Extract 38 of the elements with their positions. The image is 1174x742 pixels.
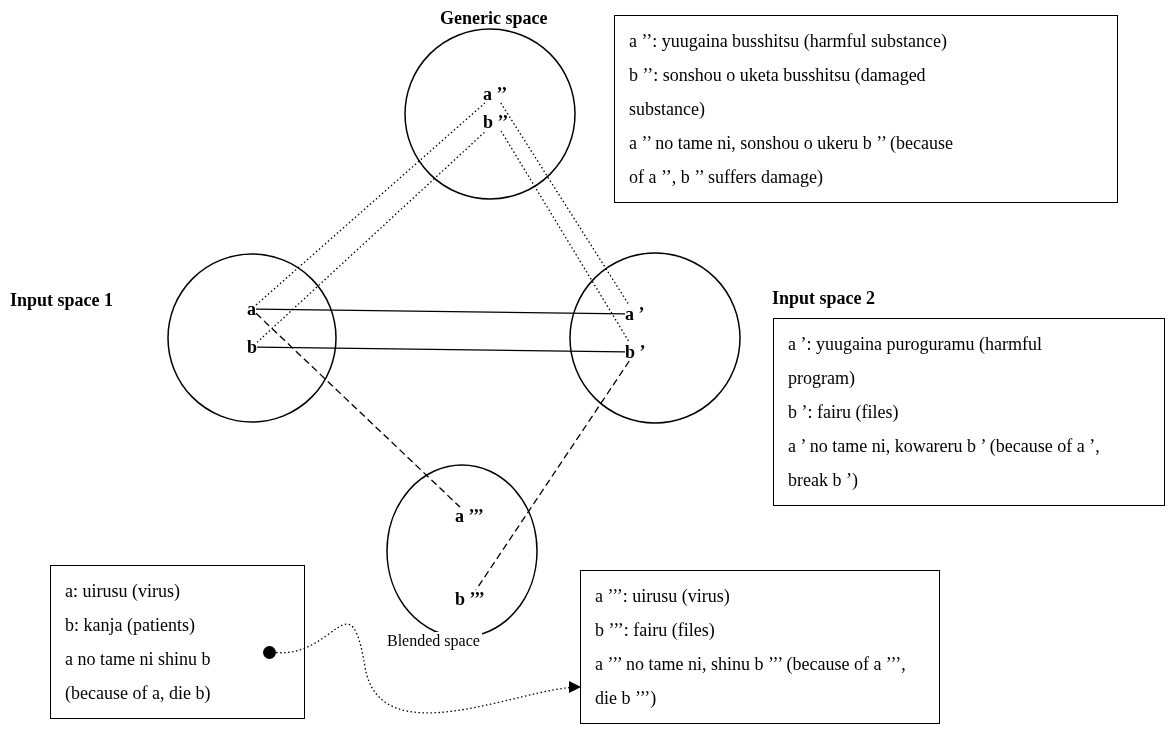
definition-text: a no tame ni shinu b (because of a, die b) bbox=[65, 648, 212, 705]
connector-dot bbox=[263, 646, 276, 659]
definition-box bbox=[580, 570, 940, 724]
element-label: a bbox=[247, 300, 256, 318]
dotted-line bbox=[256, 130, 487, 343]
element-label: b ’’’ bbox=[455, 590, 485, 608]
definition-text: a ’’: yuugaina busshitsu (harmful substance) bbox=[629, 30, 949, 53]
definition-text: a: uirusu (virus) bbox=[65, 580, 181, 603]
arrow bbox=[275, 623, 581, 714]
definition-text: b: kanja (patients) bbox=[65, 614, 196, 637]
element-label: b ’ bbox=[625, 343, 646, 361]
dotted-line bbox=[500, 130, 631, 344]
space-label: Input space 2 bbox=[772, 288, 876, 309]
definition-text: a ’: yuugaina puroguramu (harmful program) bbox=[788, 333, 1043, 390]
connector-line bbox=[256, 346, 626, 353]
definition-box bbox=[50, 565, 305, 719]
definition-box bbox=[614, 15, 1118, 203]
definition-text: a ’ no tame ni, kowareru b ’ (because of a ’, break b ’) bbox=[788, 435, 1101, 492]
dashed-line bbox=[475, 360, 630, 591]
definition-text: b ’’: sonshou o uketa busshitsu (damaged substance) bbox=[629, 64, 927, 121]
dashed-line bbox=[255, 312, 461, 508]
definition-text: a ’’’ no tame ni, shinu b ’’’ (because of a ’’’, die b ’’’) bbox=[595, 653, 907, 710]
element-label: b ’’ bbox=[483, 113, 509, 131]
definition-text: b ’’’: fairu (files) bbox=[595, 619, 716, 642]
space-label: Blended space bbox=[385, 632, 482, 650]
connector-line bbox=[255, 308, 626, 315]
space-label: Input space 1 bbox=[10, 290, 114, 311]
dotted-line bbox=[500, 102, 630, 306]
space-label: Generic space bbox=[440, 8, 548, 29]
definition-text: a ’’ no tame ni, sonshou o ukeru b ’’ (because of a ’’, b ’’ suffers damage) bbox=[629, 132, 955, 189]
element-label: a ’ bbox=[625, 305, 645, 323]
dotted-line bbox=[255, 102, 486, 306]
definition-text: b ’: fairu (files) bbox=[788, 401, 900, 424]
element-label: b bbox=[247, 338, 257, 356]
definition-box bbox=[773, 318, 1165, 506]
definition-text: a ’’’: uirusu (virus) bbox=[595, 585, 731, 608]
element-label: a ’’’ bbox=[455, 507, 484, 525]
element-label: a ’’ bbox=[483, 85, 508, 103]
